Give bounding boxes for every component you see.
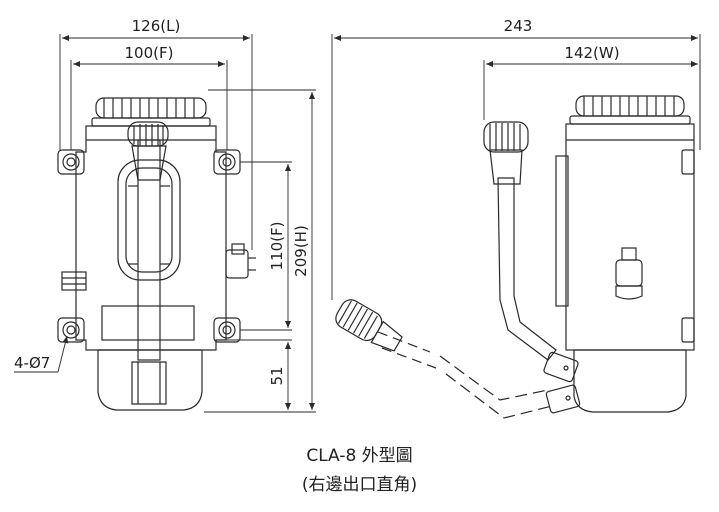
front-label-plate [101,305,195,341]
dim-holes-leader [14,335,69,373]
dim-flange-height-text: 110(F) [268,222,286,271]
dim-total-width-text: 243 [504,17,533,35]
side-fitting [615,247,643,300]
dim-holes-text: 4-Ø7 [14,354,50,372]
side-lever-lowered [335,299,581,419]
front-fittings [61,243,256,291]
dim-bottom [226,339,292,410]
dim-height-text: 209(H) [292,225,310,277]
side-lever-raised [483,121,579,383]
front-lever [127,121,169,361]
dim-width [483,60,701,150]
dim-flange [70,60,228,150]
dim-total-width [331,34,701,300]
front-body [75,125,227,351]
front-flange-holes [57,149,241,343]
front-reservoir [97,349,203,411]
dim-length-text: 126(L) [132,17,181,35]
caption-title: CLA-8 外型圖 [306,446,413,466]
caption-subtitle: (右邊出口直角) [301,475,418,495]
dim-flange-text: 100(F) [125,44,174,62]
front-view [57,97,256,411]
side-cap [569,95,691,125]
side-view [335,95,695,419]
dim-height [204,89,316,413]
dim-width-text: 142(W) [564,44,619,62]
side-body [565,123,695,351]
front-sight-glass [117,159,181,281]
dim-flange-height [240,161,292,331]
side-reservoir [573,349,687,413]
dim-bottom-text: 51 [268,366,286,385]
dim-length [59,34,253,250]
